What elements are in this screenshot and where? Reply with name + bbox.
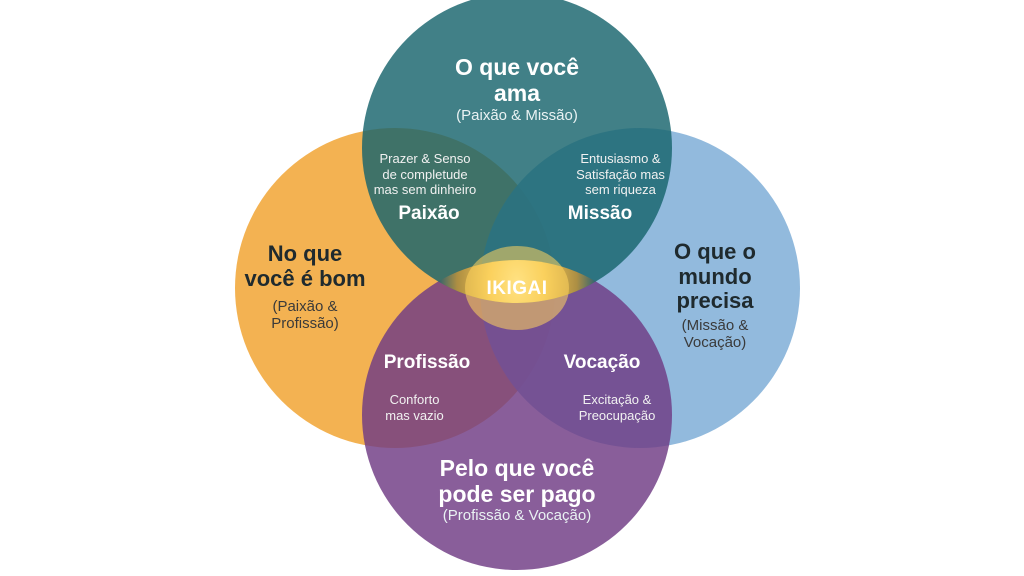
- profissao-note: Conforto mas vazio: [367, 392, 462, 423]
- right-title-line2: mundo: [678, 263, 752, 289]
- profissao-note-line2: mas vazio: [385, 407, 444, 423]
- paixao-label: Paixão: [398, 203, 460, 224]
- left-sub-line1: (Paixão &: [272, 298, 338, 315]
- bottom-title-line2: pode ser pago: [438, 480, 596, 507]
- vocacao-note: Excitação & Preocupação: [567, 392, 667, 423]
- left-circle-title: No que você é bom: [240, 241, 370, 291]
- bottom-title-line1: Pelo que você: [439, 455, 595, 481]
- top-title-line1: O que você: [455, 54, 579, 80]
- missao-note: Entusiasmo & Satisfação mas sem riqueza: [558, 151, 683, 198]
- paixao-note-line2: de completude: [382, 166, 468, 182]
- left-circle-subtitle: (Paixão & Profissão): [245, 298, 365, 333]
- missao-label: Missão: [567, 203, 633, 224]
- right-circle-title: O que o mundo precisa: [660, 239, 770, 314]
- missao-note-line3: sem riqueza: [585, 182, 656, 198]
- circle-top: [362, 0, 672, 303]
- top-circle-subtitle: (Paixão & Missão): [456, 107, 578, 124]
- profissao-note-line1: Conforto: [389, 392, 440, 407]
- right-title-line3: precisa: [676, 288, 754, 314]
- bottom-circle-title: Pelo que você pode ser pago: [407, 455, 627, 508]
- left-title-line1: No que: [267, 241, 343, 266]
- circle-bottom: [362, 260, 672, 570]
- paixao-note-line3: mas sem dinheiro: [373, 182, 477, 198]
- ikigai-center-core: [465, 246, 569, 330]
- right-sub-line1: (Missão &: [681, 317, 749, 334]
- left-sub-line2: Profissão): [271, 314, 339, 332]
- right-circle-subtitle: (Missão & Vocação): [660, 317, 770, 352]
- missao-note-line1: Entusiasmo &: [580, 151, 661, 166]
- top-title-line2: ama: [493, 79, 541, 106]
- ikigai-label: IKIGAI: [486, 278, 548, 299]
- profissao-label: Profissão: [383, 352, 471, 373]
- paixao-note: Prazer & Senso de completude mas sem din…: [360, 151, 490, 198]
- vocacao-note-line2: Preocupação: [578, 407, 656, 423]
- vocacao-note-line1: Excitação &: [582, 392, 652, 407]
- bottom-circle-subtitle: (Profissão & Vocação): [442, 507, 592, 524]
- vocacao-label: Vocação: [563, 352, 641, 373]
- right-title-line1: O que o: [674, 239, 756, 264]
- paixao-note-line1: Prazer & Senso: [379, 151, 471, 166]
- top-circle-title: O que você ama: [417, 54, 617, 107]
- missao-note-line2: Satisfação mas: [576, 166, 665, 182]
- right-sub-line2: Vocação): [683, 333, 747, 351]
- left-title-line2: você é bom: [244, 265, 366, 291]
